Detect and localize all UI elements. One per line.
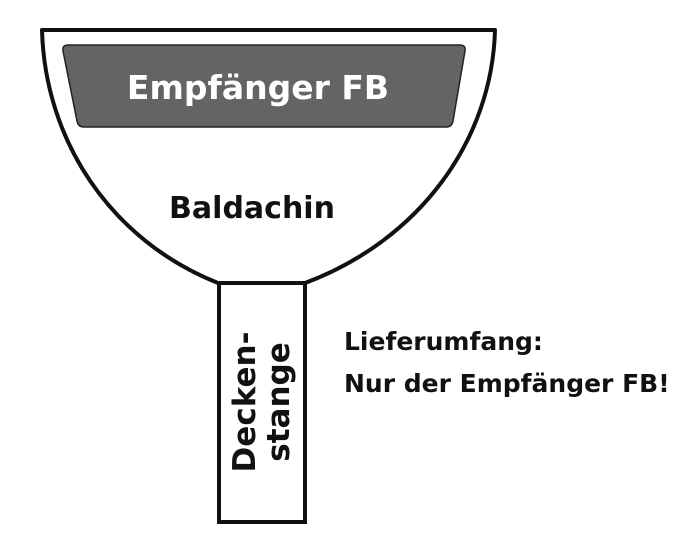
rod-label-line2: stange (261, 342, 297, 461)
receiver-label: Empfänger FB (127, 68, 389, 107)
receiver-box (62, 44, 466, 128)
canopy-label: Baldachin (169, 191, 335, 226)
rod-label-line1: Decken- (227, 332, 263, 473)
note-line2: Nur der Empfänger FB! (344, 369, 670, 398)
ceiling-rod (217, 281, 307, 524)
note-line1: Lieferumfang: (344, 327, 543, 356)
